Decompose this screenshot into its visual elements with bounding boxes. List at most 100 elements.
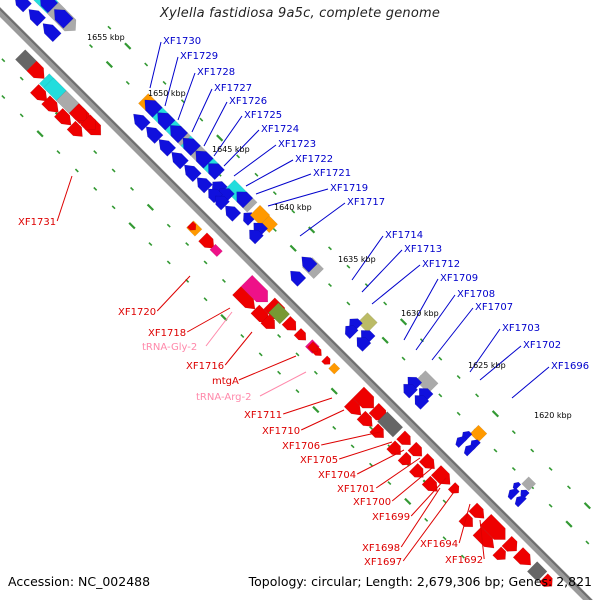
reverse-gene [182,137,201,157]
gene-label: XF1726 [229,96,267,107]
scale-tick [74,168,79,173]
label-leader [361,249,403,293]
gene-label: XF1714 [385,230,423,241]
scale-tick [130,186,134,191]
scale-tick [125,80,130,85]
gene-label: XF1711 [244,410,282,421]
scale-tick [89,44,93,49]
reverse-gene [236,191,254,209]
scale-tick [346,301,351,306]
scale-tick [180,99,185,104]
gene-label: XF1696 [551,361,589,372]
scale-tick [162,80,167,85]
gene-label: XF1708 [457,289,495,300]
gene-label: XF1710 [262,426,300,437]
forward-gene [526,561,548,582]
label-leader [351,235,384,281]
gene-label: XF1725 [244,110,282,121]
reverse-gene [195,150,214,169]
scale-tick [401,356,406,361]
reverse-gene [208,163,225,181]
label-leaders [56,41,550,562]
forward-gene [512,547,532,566]
label-leader [224,331,253,366]
label-leader [375,457,421,489]
scale-tick [328,246,332,251]
forward-gene [418,453,435,470]
scale-tick [56,150,61,155]
forward-gene [356,410,373,427]
gene-label: XF1718 [148,328,186,339]
rna-label: tRNA-Gly-2 [142,342,197,353]
scale-tick [530,448,535,453]
scale-tick [583,502,591,510]
forward-gene [377,411,404,438]
label-leader [223,129,260,167]
gene-label: XF1716 [186,361,224,372]
reverse-gene [40,0,59,14]
forward-gene [328,362,341,375]
label-leader [255,173,312,195]
forward-gene [501,535,518,552]
reverse-gene [301,256,318,273]
scale-tick [548,503,553,508]
gene-label: XF1731 [18,217,56,228]
kbp-marker: 1635 kbp [338,255,376,264]
reverse-gene [15,0,32,13]
label-leader [415,294,456,351]
scale-tick [328,283,332,288]
label-leader [177,72,196,121]
gene-label: XF1713 [404,244,442,255]
label-leader [203,101,228,147]
reverse-gene [225,205,242,222]
scale-tick [291,209,296,214]
scale-tick [369,462,373,467]
kbp-marker: 1650 kbp [148,89,186,98]
forward-gene [386,440,401,456]
scale-tick [19,76,24,81]
forward-gene [198,232,215,249]
forward-gene [268,302,291,325]
gene-label: XF1727 [214,83,252,94]
forward-gene [281,315,297,331]
label-leader [479,519,485,560]
reverse-gene [512,481,522,491]
kbp-marker: 1655 kbp [87,33,125,42]
forward-gene [472,526,495,549]
reverse-gene [356,337,372,352]
label-leader [164,56,179,107]
scale-tick [511,430,516,435]
forward-gene [352,386,375,409]
scale-tick [1,58,6,63]
reverse-gene [157,112,176,131]
scale-tick [221,278,226,283]
scale-tick [369,425,373,430]
label-leader [371,264,421,305]
scale-tick [399,318,408,326]
scale-tick [312,405,320,414]
scale-tick [332,425,337,430]
label-leader [156,275,191,312]
gene-features [14,0,553,587]
scale-tick [567,485,571,490]
forward-gene [321,355,331,365]
scale-tick [491,410,500,418]
scale-tick [456,411,461,416]
scale-tick [236,154,241,159]
gene-label: XF1702 [523,340,561,351]
scale-tick [383,301,388,306]
forward-gene [479,513,506,540]
label-leader [283,397,333,415]
label-leader [356,449,405,475]
forward-gene [369,423,384,439]
label-leader [511,366,550,399]
gene-label: XF1703 [502,323,540,334]
scale-tick [166,223,171,228]
scale-tick [404,497,412,506]
reverse-gene [455,435,468,449]
scale-tick [254,172,259,177]
scale-tick [295,352,300,357]
gene-label: XF1730 [163,36,201,47]
label-leader [339,441,393,460]
scale-tick [93,150,98,155]
